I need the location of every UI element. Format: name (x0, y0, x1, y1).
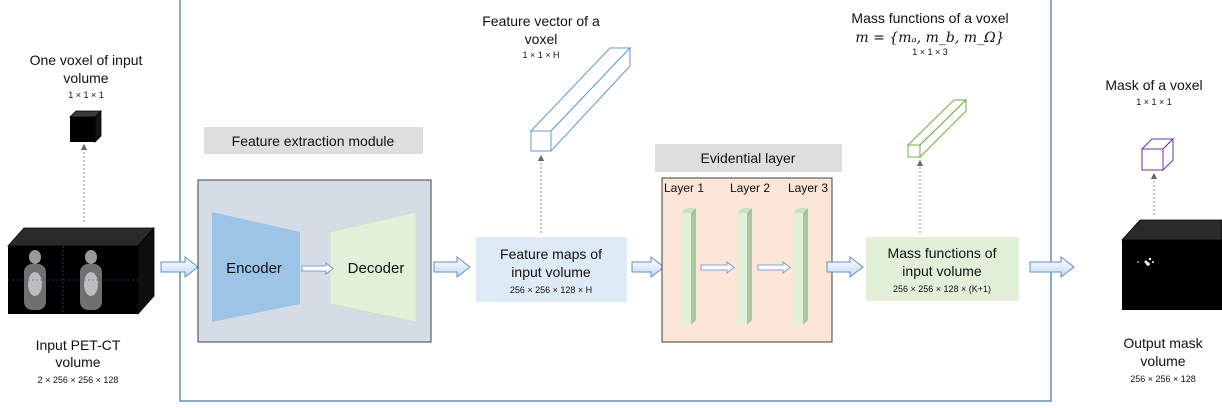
evidential-layer1-bar (681, 208, 696, 325)
mask-voxel-label: Mask of a voxel (1105, 77, 1202, 93)
input-voxel-size: 1 × 1 × 1 (68, 90, 104, 100)
input-voxel-cube (69, 110, 102, 143)
arrow-input-to-module (160, 255, 199, 279)
arrow-module-to-featuremaps (433, 255, 471, 279)
input-voxel-label-line2: volume (63, 70, 108, 86)
feature-maps-box (476, 237, 627, 302)
arrow-layer1-to-layer2 (700, 261, 735, 274)
arrow-featuremaps-to-evidential (631, 255, 665, 279)
mass-input-box (866, 237, 1019, 301)
feature-maps-label-line2: input volume (511, 264, 591, 280)
feature-vector-size: 1 × 1 × H (522, 50, 559, 60)
evidential-title: Evidential layer (701, 150, 796, 166)
input-petct-volume (7, 226, 155, 316)
decoder-block (329, 211, 417, 323)
feature-vector-prism (529, 46, 632, 153)
mass-voxel-prism (906, 98, 968, 159)
mass-input-size: 256 × 256 × 128 × (K+1) (893, 284, 991, 294)
mass-voxel-formula: m = {mₐ, m_b, m_Ω} (855, 30, 1004, 46)
output-volume-label-line2: volume (1140, 353, 1185, 369)
mask-voxel-cube (1140, 137, 1175, 172)
input-volume-size: 2 × 256 × 256 × 128 (38, 375, 119, 385)
arrow-evidential-to-mass (826, 255, 864, 279)
mass-input-label-line1: Mass functions of (888, 245, 997, 261)
decoder-label: Decoder (348, 260, 405, 277)
evidential-layer3-bar (793, 208, 808, 325)
input-voxel-label-line1: One voxel of input (30, 52, 143, 68)
feature-module-title: Feature extraction module (232, 133, 395, 149)
feature-module-title-bg (204, 127, 423, 154)
feature-vector-label-line1: Feature vector of a (482, 13, 600, 29)
evidential-layer1-label: Layer 1 (664, 181, 704, 195)
mask-voxel-size: 1 × 1 × 1 (1136, 97, 1172, 107)
mass-input-label-line2: input volume (902, 263, 982, 279)
mass-voxel-label: Mass functions of a voxel (851, 10, 1008, 26)
framework-border (179, 0, 1052, 402)
input-volume-label-line2: volume (55, 354, 100, 370)
input-volume-label-line1: Input PET-CT (36, 337, 121, 353)
feature-maps-label-line1: Feature maps of (500, 246, 602, 262)
output-mask-volume (1121, 219, 1222, 310)
feature-maps-size: 256 × 256 × 128 × H (510, 285, 592, 295)
encoder-label: Encoder (226, 260, 282, 277)
evidential-layer3-label: Layer 3 (788, 181, 828, 195)
evidential-title-bg (655, 144, 842, 172)
output-volume-label-line1: Output mask (1123, 335, 1203, 351)
evidential-layer2-label: Layer 2 (730, 181, 770, 195)
arrow-layer2-to-layer3 (757, 261, 791, 274)
feature-vector-label-line2: voxel (525, 31, 558, 47)
mass-voxel-size: 1 × 1 × 3 (912, 47, 948, 57)
encoder-block (212, 212, 300, 322)
arrow-encoder-to-decoder (301, 262, 334, 275)
arrow-mass-to-output (1029, 255, 1075, 279)
output-volume-size: 256 × 256 × 128 (1130, 374, 1196, 384)
evidential-layer2-bar (737, 208, 752, 325)
